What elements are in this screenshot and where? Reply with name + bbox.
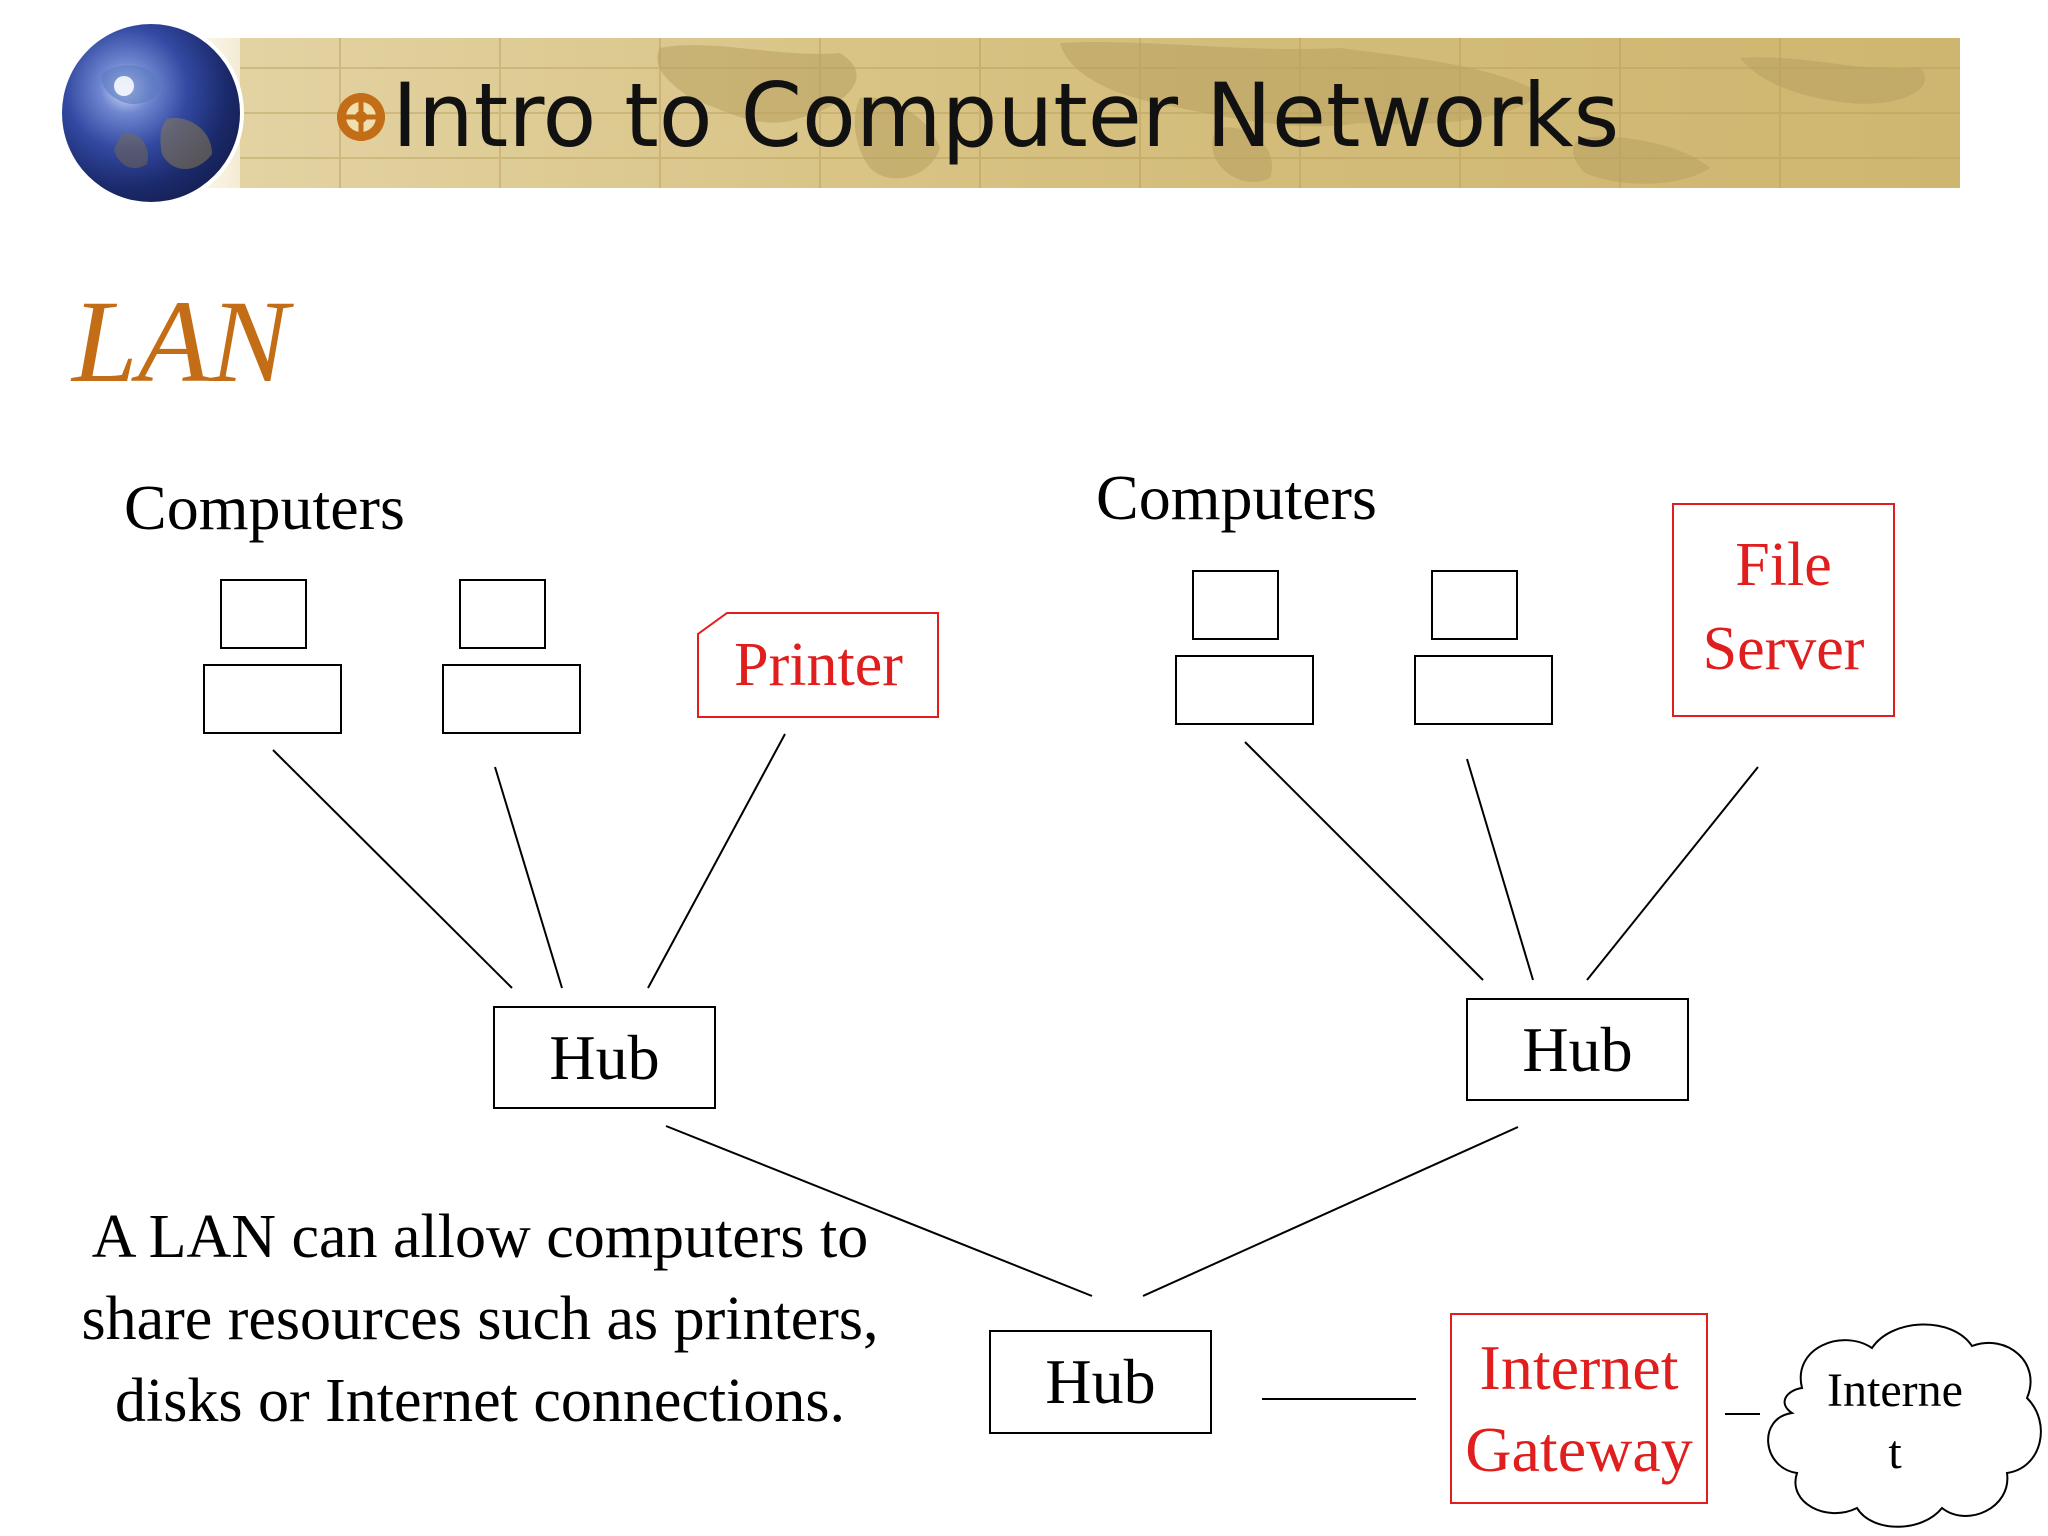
internet-gateway-box: Internet Gateway bbox=[1450, 1313, 1708, 1504]
right-hub: Hub bbox=[1466, 998, 1689, 1101]
right-computer-1-base bbox=[1175, 655, 1314, 725]
left-hub: Hub bbox=[493, 1006, 716, 1109]
world-map-background bbox=[240, 38, 1960, 188]
compass-bullet-icon bbox=[337, 93, 385, 141]
link-server-hub bbox=[1586, 766, 1759, 981]
link-right-pc1-hub bbox=[1244, 741, 1484, 981]
link-left-hub-bottom-hub bbox=[665, 1125, 1093, 1297]
bottom-hub: Hub bbox=[989, 1330, 1212, 1434]
caption-line-1: A LAN can allow computers to bbox=[91, 1203, 869, 1271]
gateway-label-line2: Gateway bbox=[1465, 1414, 1693, 1485]
link-printer-hub bbox=[647, 733, 786, 989]
slide-title: LAN bbox=[72, 276, 289, 407]
file-server-label-line2: Server bbox=[1702, 615, 1865, 683]
right-computers-label: Computers bbox=[1096, 462, 1377, 533]
left-computer-1-monitor bbox=[220, 579, 307, 649]
header-title: Intro to Computer Networks bbox=[392, 64, 1620, 167]
left-computer-2-base bbox=[442, 664, 581, 734]
link-left-pc2-hub bbox=[494, 766, 563, 989]
slide-caption: A LAN can allow computers to share resou… bbox=[30, 1196, 930, 1442]
internet-cloud-icon bbox=[1767, 1323, 2042, 1528]
globe-icon bbox=[62, 24, 240, 202]
internet-cloud-label: Interne t bbox=[1790, 1360, 2000, 1484]
right-computer-1-monitor bbox=[1192, 570, 1279, 640]
caption-line-2: share resources such as printers, bbox=[81, 1285, 879, 1353]
right-computer-2-base bbox=[1414, 655, 1553, 725]
header-band bbox=[240, 38, 1960, 188]
file-server-label-line1: File bbox=[1735, 531, 1832, 599]
gateway-label-line1: Internet bbox=[1479, 1332, 1679, 1403]
printer-label: Printer bbox=[734, 630, 903, 699]
printer-box bbox=[697, 612, 939, 718]
link-right-hub-bottom-hub bbox=[1142, 1126, 1519, 1297]
left-computers-label: Computers bbox=[124, 472, 405, 543]
internet-cloud-label-line2: t bbox=[1888, 1426, 1902, 1479]
link-left-pc1-hub bbox=[272, 749, 513, 989]
left-computer-1-base bbox=[203, 664, 342, 734]
caption-line-3: disks or Internet connections. bbox=[114, 1367, 846, 1435]
file-server-box: File Server bbox=[1672, 503, 1895, 717]
right-computer-2-monitor bbox=[1431, 570, 1518, 640]
internet-cloud-label-line1: Interne bbox=[1827, 1364, 1963, 1417]
link-right-pc2-hub bbox=[1466, 758, 1534, 981]
left-computer-2-monitor bbox=[459, 579, 546, 649]
